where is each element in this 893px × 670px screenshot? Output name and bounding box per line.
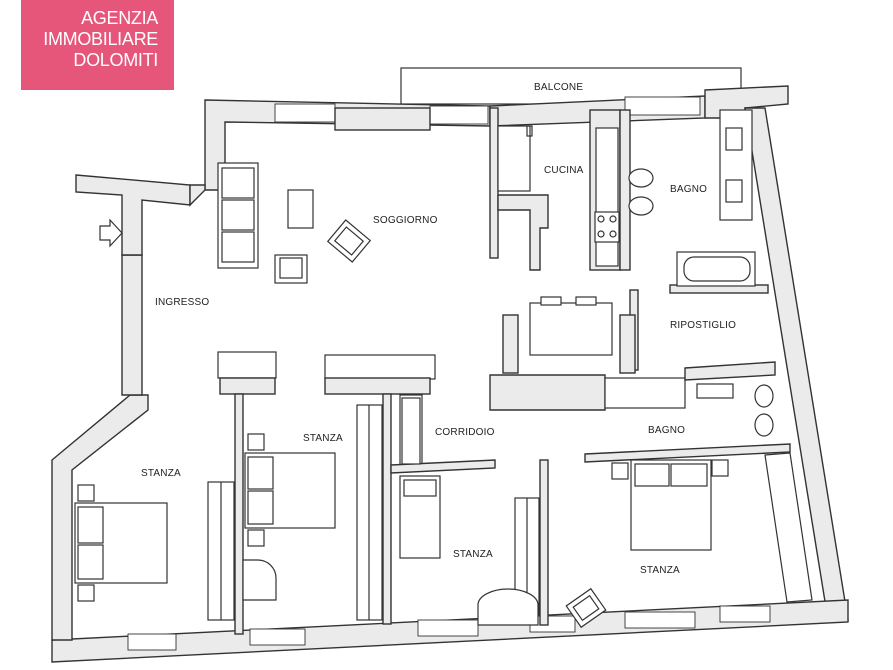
beds — [74, 433, 729, 602]
room-label-stanza-center: STANZA — [453, 549, 493, 560]
agency-logo: AGENZIA IMMOBILIARE DOLOMITI — [21, 0, 174, 90]
entrance-arrow-icon — [99, 218, 123, 248]
logo-line-2: IMMOBILIARE — [43, 29, 158, 49]
room-label-bagno-top: BAGNO — [670, 184, 708, 195]
interior-walls — [217, 107, 791, 635]
bathroom-bottom-fixtures — [696, 383, 774, 437]
logo-line-1: AGENZIA — [81, 8, 158, 28]
room-label-cucina: CUCINA — [544, 165, 584, 176]
room-label-balcone: BALCONE — [534, 82, 584, 93]
room-label-stanza-center-left: STANZA — [303, 433, 343, 444]
logo-line-3: DOLOMITI — [73, 50, 158, 70]
room-label-stanza-right: STANZA — [640, 565, 680, 576]
dining-table — [529, 296, 613, 356]
room-label-soggiorno: SOGGIORNO — [373, 215, 438, 226]
wardrobes — [207, 397, 813, 621]
room-label-ripostiglio: RIPOSTIGLIO — [670, 320, 737, 331]
desks — [242, 559, 607, 629]
windows — [127, 96, 771, 651]
living-furniture — [217, 162, 372, 284]
room-label-ingresso: INGRESSO — [155, 297, 210, 308]
kitchen-counters — [497, 125, 620, 267]
room-label-bagno-bottom: BAGNO — [648, 425, 686, 436]
room-label-stanza-left: STANZA — [141, 468, 181, 479]
room-label-corridoio: CORRIDOIO — [435, 427, 495, 438]
bathroom-top-fixtures — [628, 109, 756, 287]
